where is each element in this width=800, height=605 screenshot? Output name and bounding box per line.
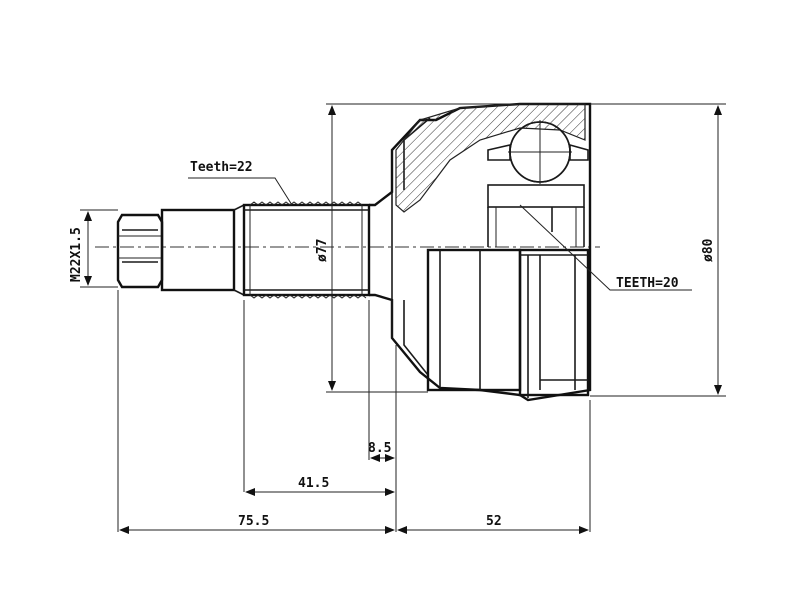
bell-housing [369,102,592,402]
teeth-left-leader [188,177,293,206]
shaft-diameter-label: ø77 [315,239,330,262]
teeth-right-leader [519,204,692,291]
thread-end [116,204,245,296]
spline-length-label: 41.5 [298,476,329,491]
teeth-right-label: TEETH=20 [616,276,679,291]
housing-diameter-label: ø80 [701,238,716,262]
spline-shaft [242,201,371,299]
teeth-left-label: Teeth=22 [190,160,253,175]
extension-lines [80,103,726,532]
shoulder-label: 8.5 [368,441,391,456]
thread-label: M22X1.5 [69,227,84,282]
stub-length-label: 75.5 [238,514,269,529]
housing-length-label: 52 [486,514,502,529]
